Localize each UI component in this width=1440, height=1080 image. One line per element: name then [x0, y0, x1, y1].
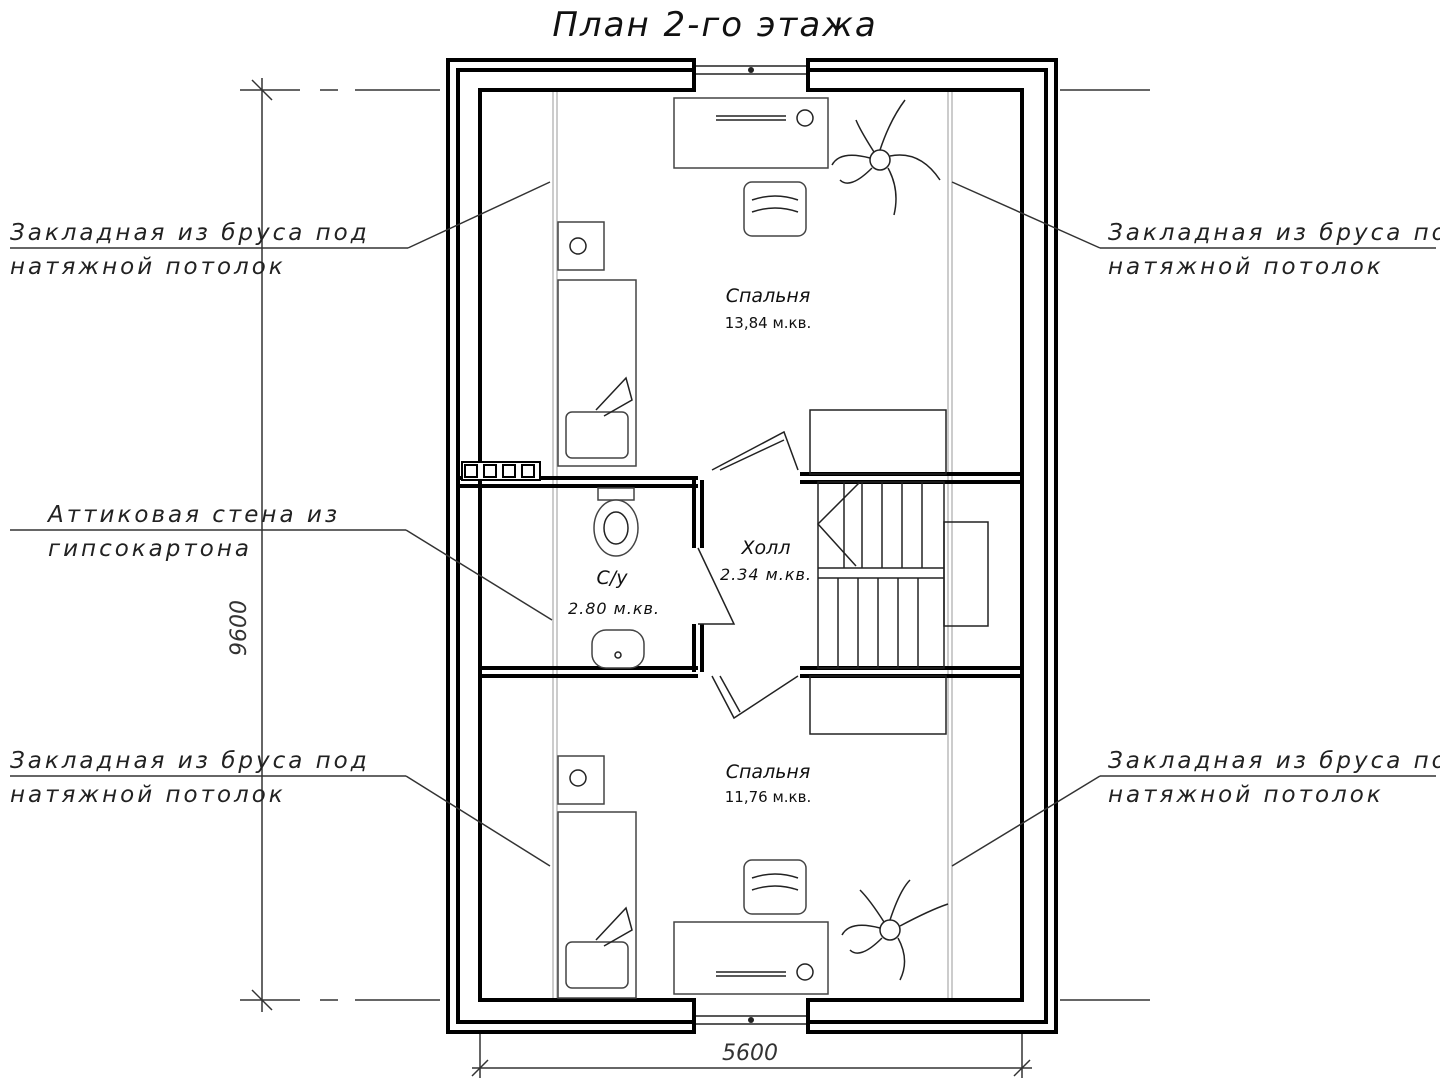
axis-lines	[240, 89, 1150, 1001]
annotation-left-top-line2: натяжной потолок	[10, 254, 286, 280]
attic-wall-lines	[552, 92, 953, 998]
staircase	[809, 409, 989, 735]
chair-top	[743, 181, 807, 237]
desk-top	[673, 97, 829, 169]
pillow-top	[565, 411, 629, 459]
annotation-right-bottom-line1: Закладная из бруса под	[1108, 748, 1440, 774]
bathroom-fixtures	[591, 487, 645, 669]
room-area-bottom-value: 11,76 м.кв.	[725, 788, 811, 806]
annotation-left-top: Закладная из бруса под натяжной потолок	[10, 181, 551, 280]
room-area-bedroom-top: 13,84 м.кв.	[725, 314, 811, 332]
room-name-bathroom: С/у	[597, 567, 629, 589]
room-name-bedroom-top: Спальня	[726, 285, 811, 307]
outer-walls	[446, 54, 1058, 1036]
width-dimension: 5600	[471, 1030, 1032, 1078]
toilet-tank	[597, 487, 635, 501]
washbasin-icon	[591, 629, 645, 669]
annotation-left-top-line1: Закладная из бруса под	[10, 220, 370, 246]
annotation-left-bottom-line1: Закладная из бруса под	[10, 748, 370, 774]
nightstand-bottom	[557, 755, 605, 805]
pillow-bottom	[565, 941, 629, 989]
room-name-bedroom-bottom: Спальня	[726, 761, 811, 783]
desk-bottom	[673, 921, 829, 995]
toilet-icon	[593, 499, 639, 557]
annotation-right-bottom-line2: натяжной потолок	[1108, 782, 1384, 808]
annotation-right-bottom: Закладная из бруса под натяжной потолок	[951, 748, 1440, 867]
height-dimension: 9600	[227, 78, 273, 1012]
annotation-left-bottom-line2: натяжной потолок	[10, 782, 286, 808]
room-area-bathroom: 2.80 м.кв.	[568, 599, 660, 618]
room-area-hall: 2.34 м.кв.	[720, 565, 812, 584]
plant-icon	[841, 879, 949, 981]
annotation-left-bottom: Закладная из бруса под натяжной потолок	[10, 748, 551, 867]
top-bedroom-furniture	[557, 97, 941, 467]
plant-icon	[831, 99, 941, 216]
annotation-left-mid: Аттиковая стена из гипсокартона	[10, 502, 553, 621]
nightstand-top	[557, 221, 605, 271]
plan-title: План 2-го этажа	[552, 5, 877, 45]
hall-doors	[697, 430, 799, 720]
chair-bottom	[743, 859, 807, 915]
annotation-right-top: Закладная из бруса под натяжной потолок	[951, 181, 1440, 280]
annotation-right-top-line1: Закладная из бруса под	[1108, 220, 1440, 246]
width-dimension-label: 5600	[722, 1041, 778, 1066]
annotation-right-top-line2: натяжной потолок	[1108, 254, 1384, 280]
annotation-left-mid-line2: гипсокартона	[48, 536, 252, 562]
annotation-left-mid-line1: Аттиковая стена из	[46, 502, 340, 528]
bottom-bedroom-furniture	[557, 755, 949, 999]
room-name-hall: Холл	[741, 537, 791, 559]
height-dimension-label: 9600	[227, 600, 252, 656]
